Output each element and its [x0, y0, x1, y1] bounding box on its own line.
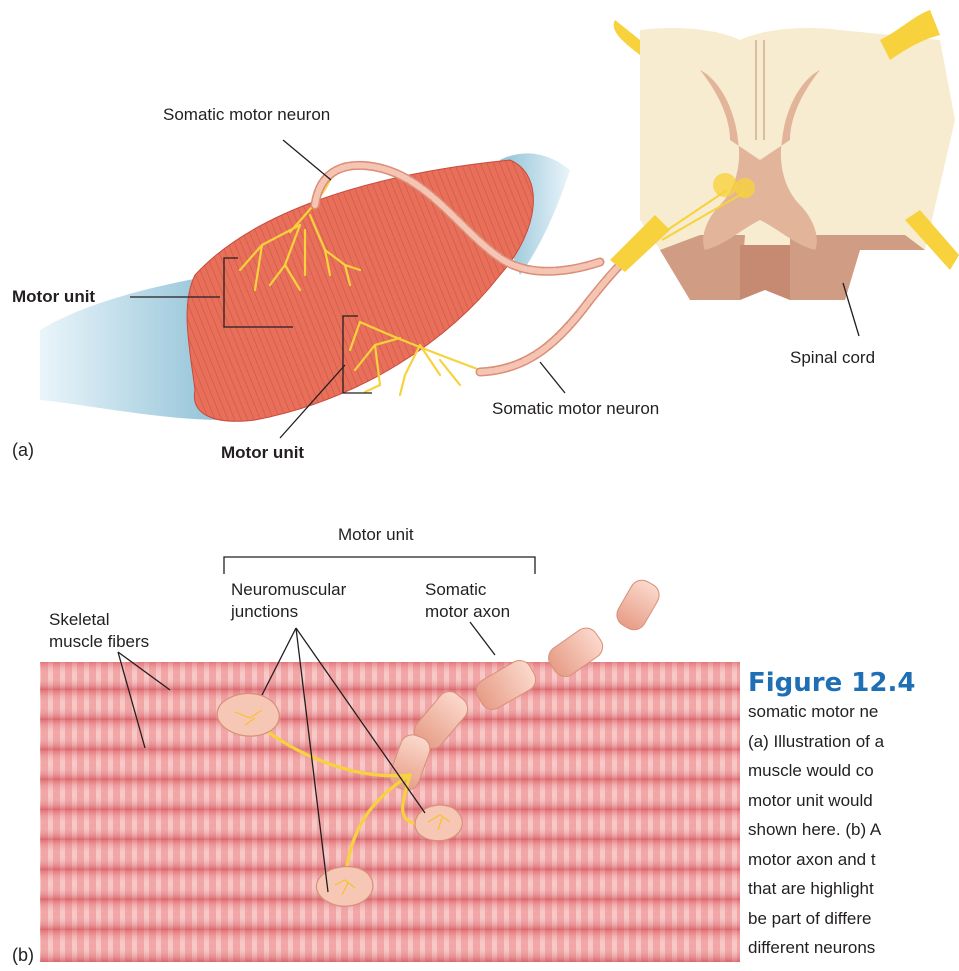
spinal-cord-cross-section	[640, 28, 955, 300]
caption-line: shown here. (b) A	[748, 815, 959, 845]
label-motor-unit-left: Motor unit	[12, 286, 95, 307]
caption-line: somatic motor ne	[748, 697, 959, 727]
caption-line: motor axon and t	[748, 845, 959, 875]
panel-label-b: (b)	[12, 945, 34, 966]
skeletal-muscle-belly	[187, 160, 533, 421]
panel-label-a: (a)	[12, 440, 34, 461]
figure-title: Figure 12.4	[748, 668, 915, 698]
label-skeletal-muscle-fibers-line2: muscle fibers	[49, 631, 149, 652]
caption-line: that are highlight	[748, 874, 959, 904]
caption-line: different neurons	[748, 933, 959, 963]
label-somatic-motor-axon-line2: motor axon	[425, 601, 510, 622]
label-somatic-motor-neuron-bottom: Somatic motor neuron	[492, 398, 659, 419]
label-neuromuscular-junctions-line2: junctions	[231, 601, 298, 622]
label-motor-unit-bottom: Motor unit	[221, 442, 304, 463]
label-skeletal-muscle-fibers-line1: Skeletal	[49, 609, 109, 630]
caption-line: muscle would co	[748, 756, 959, 786]
caption-line: motor unit would	[748, 786, 959, 816]
label-neuromuscular-junctions-line1: Neuromuscular	[231, 579, 346, 600]
label-motor-unit-b: Motor unit	[338, 524, 414, 545]
label-spinal-cord: Spinal cord	[790, 347, 875, 368]
label-somatic-motor-axon-line1: Somatic	[425, 579, 486, 600]
caption-line: (a) Illustration of a	[748, 727, 959, 757]
label-somatic-motor-neuron-top: Somatic motor neuron	[163, 104, 330, 125]
figure-caption: somatic motor ne (a) Illustration of a m…	[748, 697, 959, 971]
caption-line: be part of differe	[748, 904, 959, 934]
